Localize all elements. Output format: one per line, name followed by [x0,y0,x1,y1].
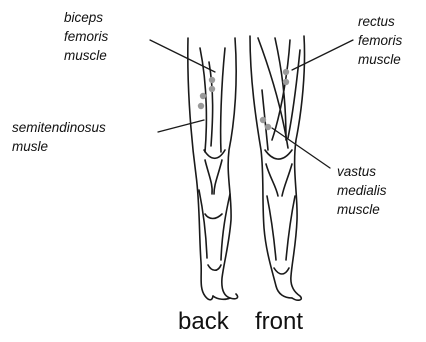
label-rectus-femoris: rectus femoris muscle [358,12,402,69]
pointer-lines [150,40,353,168]
electrode-dot [200,93,206,99]
electrode-dot [283,69,289,75]
label-line: muscle [337,200,387,219]
pointer-biceps [150,40,215,72]
pointer-semitendinosus [158,120,204,132]
electrode-dot [209,86,215,92]
label-line: semitendinosus [12,118,106,137]
front-leg [250,36,305,300]
label-line: medialis [337,181,387,200]
label-line: femoris [358,31,402,50]
label-line: rectus [358,12,402,31]
label-line: muscle [64,46,108,65]
electrode-dot [260,117,266,123]
label-line: femoris [64,27,108,46]
electrode-dot [209,77,215,83]
pointer-vastus [272,128,330,168]
label-vastus-medialis: vastus medialis muscle [337,162,387,219]
label-line: muscle [358,50,402,69]
label-line: vastus [337,162,387,181]
caption-front: front [255,308,303,336]
caption-back: back [178,308,229,336]
label-line: musle [12,137,106,156]
pointer-rectus [292,40,353,70]
electrode-dot [265,124,271,130]
label-biceps-femoris: biceps femoris muscle [64,8,108,65]
electrode-dot [198,103,204,109]
label-semitendinosus: semitendinosus musle [12,118,106,156]
electrode-dot [283,79,289,85]
label-line: biceps [64,8,108,27]
